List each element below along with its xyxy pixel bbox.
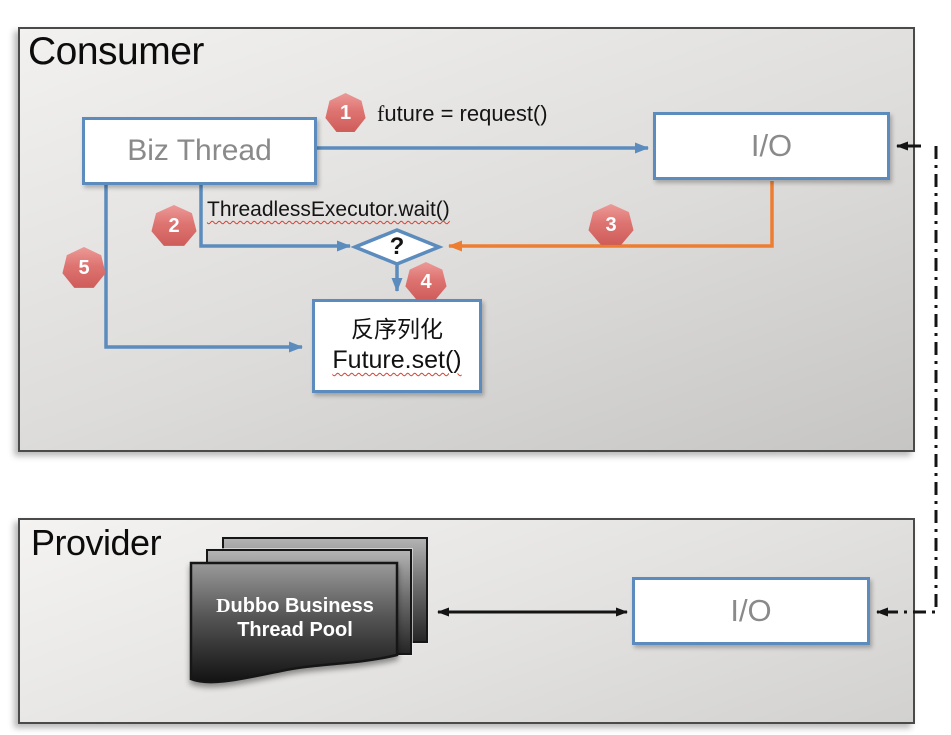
thread-pool-card-front-shape: [189, 561, 399, 684]
biz-thread-box: Biz Thread: [82, 117, 317, 185]
io-consumer-label: I/O: [750, 128, 793, 163]
thread-pool-card-front: [189, 561, 399, 684]
step1-label: future = request(): [377, 101, 548, 126]
arrow-step2-wait: [199, 183, 351, 252]
dashdot-network-connector: [876, 146, 938, 617]
deserialize-label: 反序列化: [351, 316, 443, 343]
thread-pool-label-line2: Thread Pool: [237, 619, 353, 641]
decision-diamond: [350, 228, 444, 266]
arrow-step5-future-set: [104, 183, 303, 353]
io-box-provider: I/O: [632, 577, 870, 645]
deserialize-box: 反序列化 Future.set(): [312, 299, 482, 393]
decision-question-mark: ?: [389, 233, 405, 260]
thread-pool-label-line1: Dubbo Business: [216, 595, 374, 617]
biz-thread-label: Biz Thread: [127, 134, 272, 167]
provider-title: Provider: [31, 522, 162, 563]
io-provider-label: I/O: [730, 593, 772, 628]
thread-pool-label: Dubbo Business Thread Pool: [202, 594, 388, 642]
arrow-step3-io-response: [448, 181, 774, 252]
step2-label: ThreadlessExecutor.wait(): [207, 198, 450, 221]
future-set-label: Future.set(): [332, 345, 462, 374]
consumer-title: Consumer: [28, 30, 204, 73]
io-box-consumer: I/O: [653, 112, 890, 180]
